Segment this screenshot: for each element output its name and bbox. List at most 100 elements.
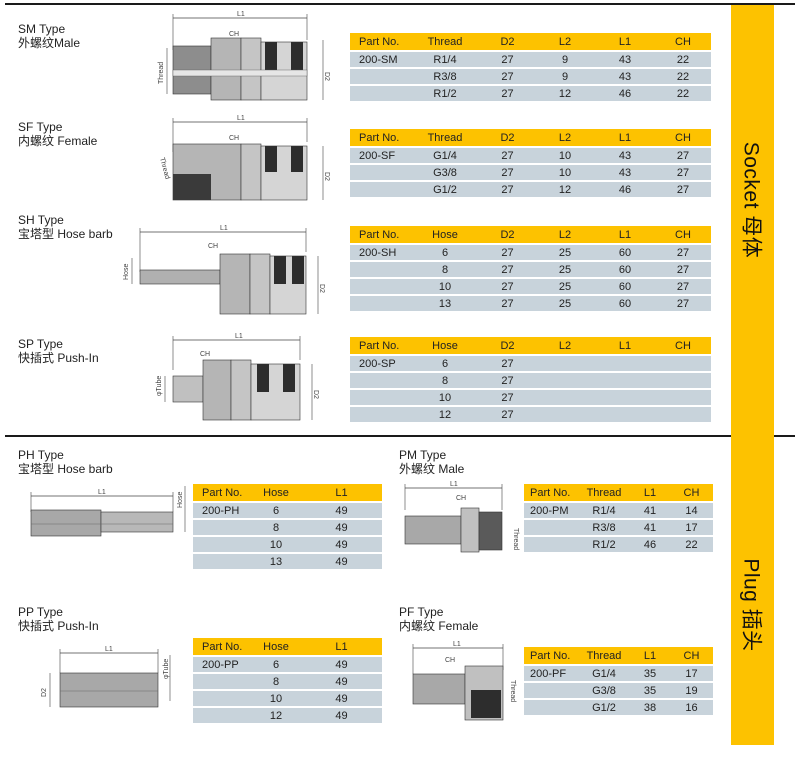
table-row: 200-PF G1/4 35 17 <box>524 666 713 683</box>
table-header-row: Part No. Thread D2 L2 L1 CH <box>350 129 711 148</box>
type-subtitle: 外螺纹Male <box>18 36 81 50</box>
cell <box>193 537 251 554</box>
cell: 12 <box>535 182 595 197</box>
table-row: 13 49 <box>193 554 382 569</box>
cell: R1/2 <box>410 86 480 101</box>
sh-spec-table: Part No. Hose D2 L2 L1 CH 200-SH 6 27 25… <box>350 226 711 311</box>
cell: 46 <box>630 537 670 552</box>
cell <box>655 356 711 373</box>
table-row: 8 27 <box>350 373 711 390</box>
cell: 46 <box>595 86 655 101</box>
table-row: 13 27 25 60 27 <box>350 296 711 311</box>
cell: 25 <box>535 262 595 279</box>
cell <box>193 520 251 537</box>
cell: 8 <box>410 373 480 390</box>
type-name: PM Type <box>399 448 447 462</box>
sm-type-title: SM Type 外螺纹Male <box>18 22 80 50</box>
cell: 60 <box>595 245 655 262</box>
svg-text:CH: CH <box>208 243 218 250</box>
col-header: D2 <box>480 129 535 148</box>
cell: 27 <box>480 52 535 69</box>
svg-text:Thread: Thread <box>509 680 516 702</box>
col-header: L1 <box>595 226 655 245</box>
cell: 27 <box>480 407 535 422</box>
cell: 27 <box>655 245 711 262</box>
col-header: Hose <box>410 337 480 356</box>
cell: 10 <box>535 148 595 165</box>
cell: 43 <box>595 69 655 86</box>
cell <box>350 262 410 279</box>
sp-spec-table: Part No. Hose D2 L2 L1 CH 200-SP 6 27 8 … <box>350 337 711 422</box>
col-header: Thread <box>578 647 630 666</box>
cell: 27 <box>655 262 711 279</box>
cell: 200-SM <box>350 52 410 69</box>
cell: R3/8 <box>578 520 630 537</box>
cell: 8 <box>251 520 301 537</box>
table-header-row: Part No. Hose L1 <box>193 484 382 503</box>
cell: R3/8 <box>410 69 480 86</box>
col-header: CH <box>655 33 711 52</box>
svg-text:Thread: Thread <box>512 528 519 550</box>
table-row: 200-SP 6 27 <box>350 356 711 373</box>
svg-text:φTube: φTube <box>156 376 163 396</box>
table-row: 200-SM R1/4 27 9 43 22 <box>350 52 711 69</box>
cell <box>193 674 251 691</box>
svg-text:CH: CH <box>229 31 239 38</box>
section-divider <box>5 435 795 437</box>
cell: 27 <box>655 165 711 182</box>
cell: 10 <box>410 279 480 296</box>
col-header: D2 <box>480 226 535 245</box>
cell: 6 <box>410 245 480 262</box>
cell: 19 <box>670 683 713 700</box>
cell <box>535 390 595 407</box>
col-header: L2 <box>535 33 595 52</box>
type-subtitle: 内螺纹 Female <box>18 134 98 148</box>
cell: G1/2 <box>578 700 630 715</box>
type-name: SH Type <box>18 213 64 227</box>
svg-text:L1: L1 <box>237 115 245 122</box>
type-name: SF Type <box>18 120 63 134</box>
cell: 43 <box>595 52 655 69</box>
col-header: Hose <box>251 484 301 503</box>
cell: 49 <box>301 537 382 554</box>
cell: 22 <box>655 86 711 101</box>
sh-socket-drawing: L1 CH D2 Hose <box>123 225 325 315</box>
col-header: L1 <box>595 337 655 356</box>
col-header: CH <box>670 484 713 503</box>
svg-text:D2: D2 <box>41 688 48 697</box>
cell: 27 <box>480 182 535 197</box>
ph-type-title: PH Type 宝塔型 Hose barb <box>18 448 113 476</box>
col-header: Part No. <box>350 337 410 356</box>
cell: 6 <box>251 503 301 520</box>
svg-text:CH: CH <box>445 657 455 664</box>
cell: 27 <box>480 86 535 101</box>
cell <box>350 165 410 182</box>
sp-type-title: SP Type 快插式 Push-In <box>18 337 99 365</box>
col-header: L1 <box>630 647 670 666</box>
cell <box>193 708 251 723</box>
cell: 27 <box>480 279 535 296</box>
cell: 27 <box>480 262 535 279</box>
cell <box>595 373 655 390</box>
svg-text:CH: CH <box>456 495 466 502</box>
cell: 49 <box>301 691 382 708</box>
cell <box>350 296 410 311</box>
cell: 27 <box>655 182 711 197</box>
cell: 13 <box>410 296 480 311</box>
table-row: 10 49 <box>193 537 382 554</box>
col-header: Part No. <box>524 647 578 666</box>
table-row: 12 49 <box>193 708 382 723</box>
sm-spec-table: Part No. Thread D2 L2 L1 CH 200-SM R1/4 … <box>350 33 711 101</box>
cell <box>350 407 410 422</box>
col-header: Thread <box>410 33 480 52</box>
cell: 16 <box>670 700 713 715</box>
table-row: R3/8 27 9 43 22 <box>350 69 711 86</box>
cell: R1/4 <box>410 52 480 69</box>
cell <box>350 86 410 101</box>
cell: 17 <box>670 520 713 537</box>
table-row: R1/2 46 22 <box>524 537 713 552</box>
cell: 60 <box>595 262 655 279</box>
cell: 60 <box>595 279 655 296</box>
cell: 10 <box>410 390 480 407</box>
pp-spec-table: Part No. Hose L1 200-PP 6 49 8 49 10 49 … <box>193 638 382 723</box>
